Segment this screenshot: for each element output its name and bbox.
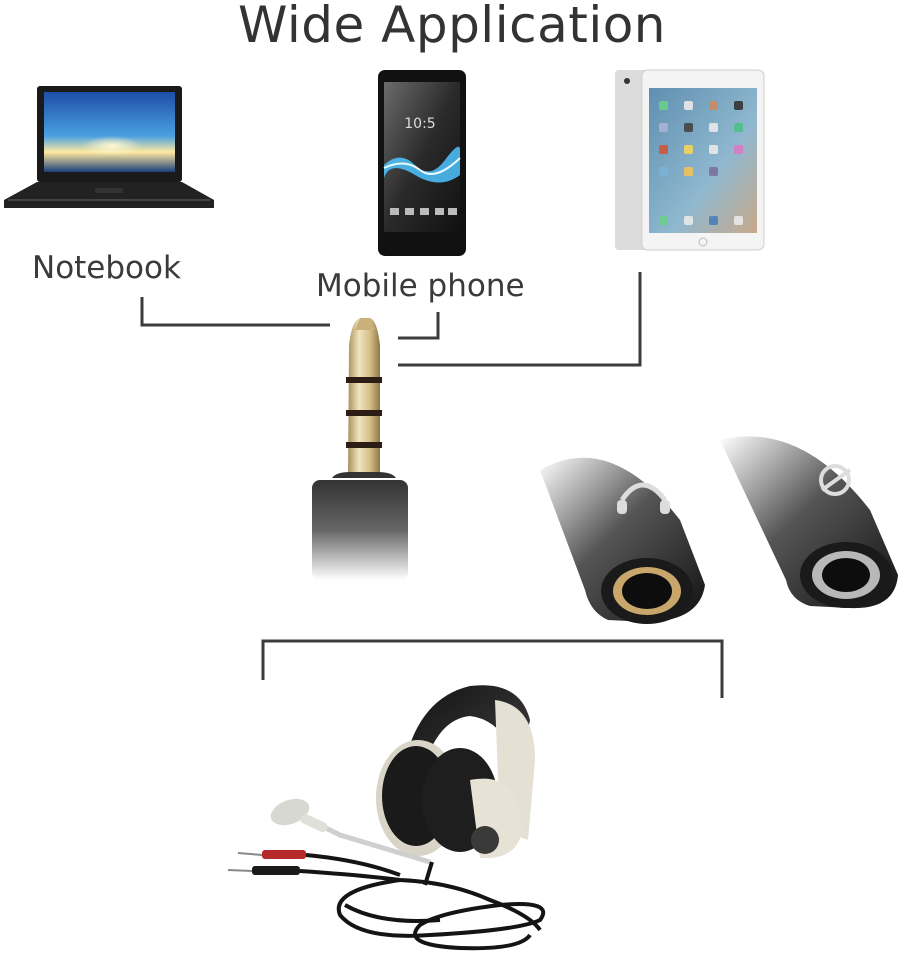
headphone-socket-icon: [540, 457, 705, 624]
headset-icon: [227, 685, 546, 951]
page-title: Wide Application: [238, 0, 666, 54]
connector-lines: [140, 272, 724, 698]
microphone-icon: [819, 464, 851, 496]
laptop-icon: [4, 86, 214, 208]
notebook-label: Notebook: [32, 250, 181, 286]
tablet-icon: [615, 69, 765, 251]
mobile-phone-icon: 10:5: [378, 70, 466, 256]
audio-plug-icon: [312, 318, 408, 580]
svg-text:10:5: 10:5: [404, 116, 435, 132]
microphone-socket-icon: [720, 436, 898, 609]
mobile-phone-label: Mobile phone: [316, 268, 525, 304]
headphone-icon: [619, 482, 667, 502]
